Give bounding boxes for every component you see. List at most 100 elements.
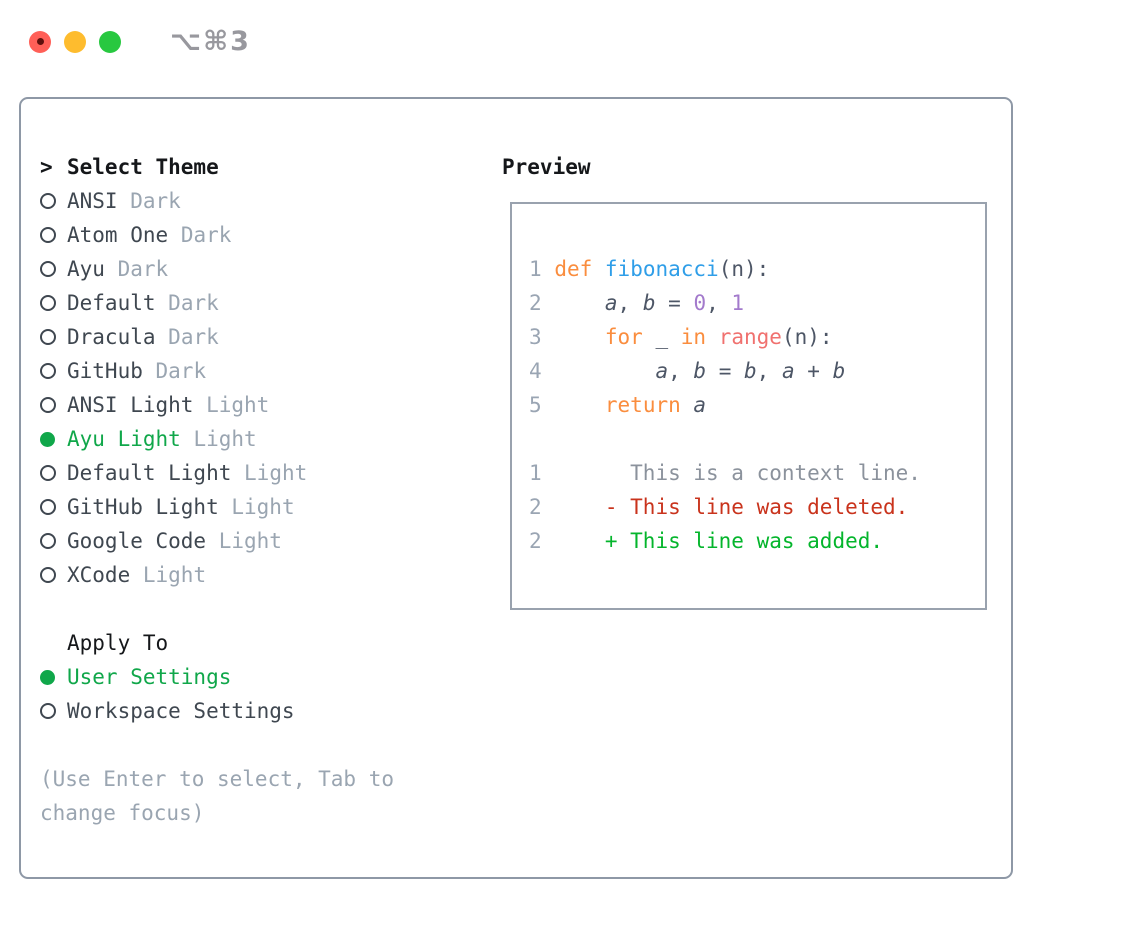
minimize-button[interactable]	[64, 30, 86, 53]
theme-name: XCode	[67, 563, 131, 587]
diff-line: 2 - This line was deleted.	[529, 490, 985, 524]
radio-marker	[40, 465, 67, 481]
theme-option[interactable]: Default Light Light	[40, 456, 472, 490]
theme-option[interactable]: XCode Light	[40, 558, 472, 592]
theme-option[interactable]: GitHub Light Light	[40, 490, 472, 524]
code-line: 4 a, b = b, a + b	[529, 354, 985, 388]
radio-icon	[40, 397, 56, 413]
theme-name: ANSI Light	[67, 393, 194, 417]
radio-marker	[40, 567, 67, 583]
code-token	[554, 291, 605, 315]
theme-option[interactable]: Google Code Light	[40, 524, 472, 558]
theme-option-label: GitHub Light Light	[67, 490, 295, 524]
theme-name: GitHub Light	[67, 495, 219, 519]
radio-marker	[40, 329, 67, 345]
theme-variant: Light	[206, 393, 270, 417]
theme-option-label: Google Code Light	[67, 524, 282, 558]
code-token: _	[642, 325, 681, 349]
code-token: (n):	[718, 257, 770, 281]
theme-option-label: GitHub Dark	[67, 354, 206, 388]
code-token: ,	[756, 359, 782, 383]
theme-option[interactable]: ANSI Light Light	[40, 388, 472, 422]
line-number: 3	[529, 325, 542, 349]
code-line: 2 a, b = 0, 1	[529, 286, 985, 320]
theme-name: Default	[67, 291, 156, 315]
zoom-button[interactable]	[99, 30, 121, 53]
theme-variant: Dark	[168, 325, 219, 349]
close-button[interactable]	[29, 30, 51, 53]
diff-text: This is a context line.	[541, 461, 921, 485]
apply-option-label: User Settings	[67, 665, 232, 689]
spacer	[40, 592, 472, 626]
code-token: b	[744, 359, 757, 383]
code-token: ,	[617, 291, 643, 315]
unsaved-changes-dot	[36, 38, 44, 45]
theme-name: Default Light	[67, 461, 232, 485]
select-theme-header: > Select Theme	[40, 150, 472, 184]
code-line: 3 for _ in range(n):	[529, 320, 985, 354]
code-token	[592, 257, 605, 281]
radio-selected-icon	[40, 431, 55, 447]
theme-option[interactable]: GitHub Dark	[40, 354, 472, 388]
apply-option[interactable]: User Settings	[40, 660, 472, 694]
code-token: a	[604, 291, 618, 315]
theme-name: GitHub	[67, 359, 143, 383]
theme-option-label: Default Dark	[67, 286, 219, 320]
theme-name: Dracula	[67, 325, 156, 349]
theme-option-label: Default Light Light	[67, 456, 307, 490]
code-token: +	[794, 359, 833, 383]
radio-icon	[40, 193, 56, 209]
code-line: 5 return a	[529, 388, 985, 422]
select-theme-title: Select Theme	[67, 155, 219, 179]
code-token: b	[832, 359, 846, 383]
theme-option[interactable]: ANSI Dark	[40, 184, 472, 218]
code-token: 0	[693, 291, 707, 315]
diff-text: - This line was deleted.	[541, 495, 909, 519]
diff-line: 2 + This line was added.	[529, 524, 985, 558]
apply-option[interactable]: Workspace Settings	[40, 694, 472, 728]
radio-marker	[40, 397, 67, 413]
radio-icon	[40, 465, 56, 481]
code-line: 1 def fibonacci(n):	[529, 252, 985, 286]
theme-option[interactable]: Dracula Dark	[40, 320, 472, 354]
theme-option[interactable]: Default Dark	[40, 286, 472, 320]
theme-variant: Light	[244, 461, 308, 485]
apply-to-header: Apply To	[40, 626, 472, 660]
preview-title: Preview	[502, 155, 591, 179]
radio-marker	[40, 533, 67, 549]
blank-line	[529, 422, 985, 456]
theme-option[interactable]: Ayu Light Light	[40, 422, 472, 456]
theme-option[interactable]: Atom One Dark	[40, 218, 472, 252]
radio-marker	[40, 193, 67, 209]
code-token: return	[604, 393, 681, 417]
code-token: def	[554, 257, 593, 281]
theme-variant: Light	[231, 495, 295, 519]
theme-name: Google Code	[67, 529, 207, 553]
diff-preview: 1 This is a context line.2 - This line w…	[529, 456, 985, 558]
radio-marker	[40, 363, 67, 379]
code-token: in	[680, 325, 707, 349]
theme-variant: Dark	[168, 291, 219, 315]
theme-variant: Dark	[117, 257, 169, 281]
code-token: ,	[706, 291, 732, 315]
theme-variant: Dark	[180, 223, 232, 247]
theme-option[interactable]: Ayu Dark	[40, 252, 472, 286]
code-token	[706, 325, 719, 349]
theme-variant: Light	[218, 529, 282, 553]
theme-option-label: ANSI Light Light	[67, 388, 269, 422]
window-title: ⌥⌘3	[170, 26, 251, 57]
code-token: a	[655, 359, 669, 383]
code-token: b	[642, 291, 656, 315]
radio-marker	[40, 431, 67, 447]
radio-marker	[40, 669, 67, 685]
theme-name: Atom One	[67, 223, 169, 247]
theme-option-label: Dracula Dark	[67, 320, 219, 354]
titlebar: ⌥⌘3	[29, 26, 251, 57]
radio-icon	[40, 329, 56, 345]
apply-option-label: Workspace Settings	[67, 699, 295, 723]
line-number: 2	[529, 529, 542, 553]
theme-variant: Dark	[155, 359, 207, 383]
